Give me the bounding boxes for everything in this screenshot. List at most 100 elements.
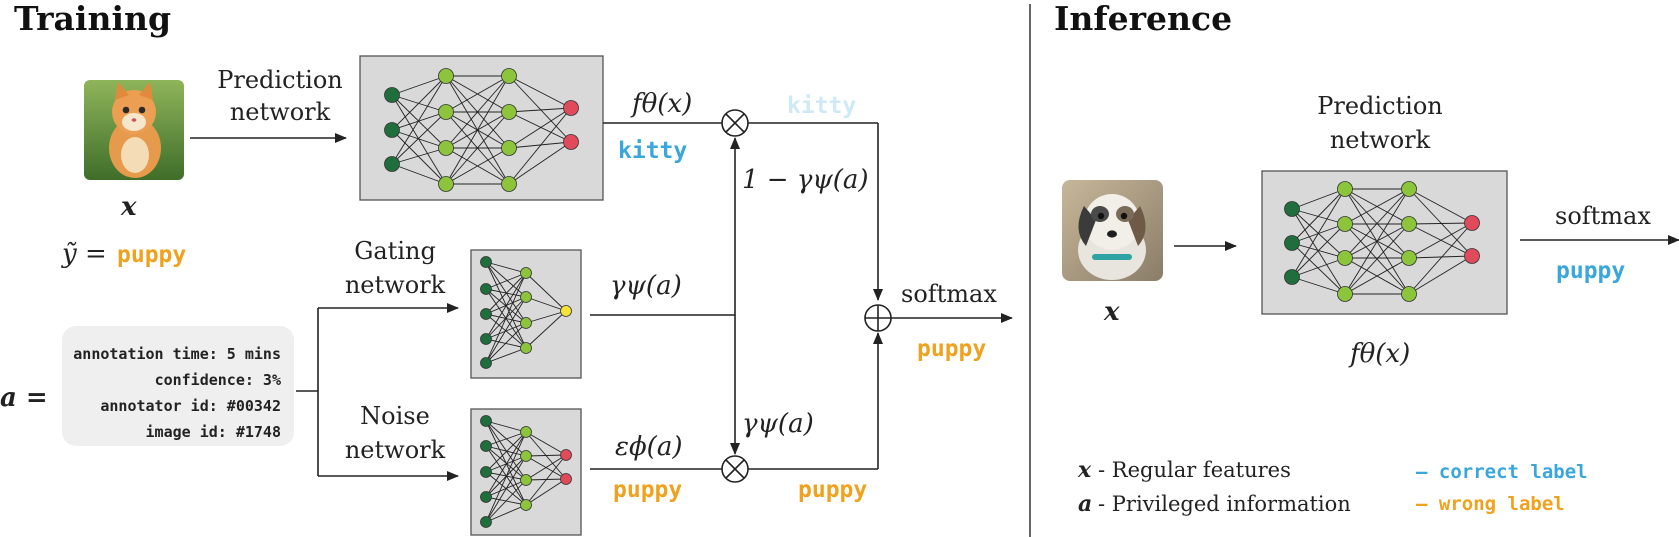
prediction-network-edge — [445, 75, 510, 113]
gating-network-edge — [485, 322, 527, 340]
infer-network-label-2: network — [1330, 126, 1431, 154]
inference-network-edge — [1291, 188, 1346, 244]
inference-network-edge — [1344, 223, 1410, 295]
gating-network-node — [480, 256, 492, 268]
noise-network-node — [480, 440, 492, 452]
f-theta-label: fθ(x) — [630, 89, 692, 119]
inference-network-node — [1337, 286, 1353, 302]
noise-network-edge — [485, 431, 527, 523]
prediction-network-label-2: network — [230, 98, 331, 126]
gating-network-label-1: Gating — [354, 237, 436, 265]
inference-network-edge — [1291, 223, 1346, 278]
inference-network-edge — [1408, 188, 1473, 257]
gating-network-edge — [485, 272, 527, 315]
gating-network-edge — [485, 322, 527, 364]
noise-network-edge — [525, 454, 567, 506]
gating-network-edge — [485, 272, 527, 364]
pi-line-annotator-id: annotator id: #00342 — [100, 397, 281, 415]
prediction-network-edge — [391, 94, 447, 185]
noise-network-node — [520, 499, 532, 511]
gating-network-edge — [485, 261, 527, 274]
one-minus-gamma-label: 1 − γψ(a) — [742, 165, 869, 195]
infer-f-theta: fθ(x) — [1348, 339, 1410, 369]
gating-network-node — [560, 305, 572, 317]
train-x-var: x — [120, 192, 137, 222]
gating-network-node — [520, 267, 532, 279]
noise-network-edge — [525, 454, 567, 457]
gating-network-node — [480, 357, 492, 369]
inference-network-edge — [1408, 188, 1473, 224]
prediction-network-edge — [445, 111, 510, 185]
inference-network-edge — [1291, 257, 1346, 278]
inference-network-node — [1401, 250, 1417, 266]
gating-network-edge — [525, 272, 567, 312]
prediction-network-edge — [445, 75, 510, 185]
pi-fork-arrows — [296, 303, 459, 481]
gating-network-node — [480, 333, 492, 345]
noise-network-edge — [485, 431, 527, 498]
prediction-network-node — [501, 140, 517, 156]
prediction-network-node — [501, 176, 517, 192]
inference-network-node — [1337, 216, 1353, 232]
multiply-icon-bottom — [721, 455, 749, 483]
pi-line-image-id: image id: #1748 — [146, 423, 281, 441]
noise-network-edge — [525, 431, 567, 456]
legend-a-symbol: a — [1078, 491, 1092, 517]
noise-network-edge — [485, 420, 527, 457]
inference-network-edge — [1344, 188, 1410, 259]
plus-icon — [864, 304, 892, 332]
noise-network — [470, 408, 582, 536]
noise-network-edge — [485, 420, 527, 481]
gating-network — [470, 249, 582, 379]
gating-network-node — [520, 291, 532, 303]
inference-network-node — [1284, 201, 1300, 217]
puppy-photo — [1062, 180, 1163, 281]
gating-network-node — [480, 283, 492, 295]
prediction-network-edge — [391, 75, 447, 165]
prediction-network — [359, 55, 604, 201]
gating-network-edge — [485, 261, 527, 324]
prediction-network-edge — [508, 111, 572, 143]
prediction-network-edge — [508, 75, 572, 143]
inference-network-node — [1401, 216, 1417, 232]
kitty-output: kitty — [618, 138, 687, 164]
infer-softmax-label: softmax — [1555, 202, 1651, 230]
infer-network-label-1: Prediction — [1317, 92, 1443, 120]
inference-network-edge — [1344, 188, 1410, 295]
prediction-network-node — [438, 140, 454, 156]
prediction-network-node — [384, 87, 400, 103]
kitten-photo — [84, 80, 184, 180]
pi-box: annotation time: 5 mins confidence: 3% a… — [62, 326, 294, 446]
noise-network-node — [480, 415, 492, 427]
noise-network-label-1: Noise — [360, 402, 430, 430]
legend-x-desc: - Regular features — [1098, 458, 1291, 482]
noise-network-edge — [485, 431, 527, 473]
prediction-network-edge — [391, 75, 447, 131]
inference-network-node — [1464, 215, 1480, 231]
prediction-network-edge — [508, 107, 572, 185]
gating-network-edge — [525, 310, 567, 324]
legend-x-symbol: x — [1077, 457, 1092, 483]
inference-network-node — [1337, 181, 1353, 197]
noise-network-node — [520, 474, 532, 486]
legend: x - Regular features a - Privileged info… — [1077, 457, 1588, 517]
train-softmax-label: softmax — [901, 280, 997, 308]
inference-prediction-network — [1261, 170, 1508, 315]
noise-network-node — [480, 516, 492, 528]
noise-network-edge — [485, 504, 527, 523]
pi-line-confidence: confidence: 3% — [155, 371, 281, 389]
legend-correct: — correct label — [1416, 461, 1588, 483]
prediction-network-edge — [391, 75, 447, 96]
noise-network-node — [480, 466, 492, 478]
inference-network-edge — [1291, 208, 1346, 295]
prediction-network-edge — [391, 111, 447, 165]
noise-network-edge — [485, 431, 527, 447]
prediction-network-node — [438, 176, 454, 192]
pi-line-annotation-time: annotation time: 5 mins — [73, 345, 281, 363]
prediction-network-edge — [508, 141, 572, 185]
prediction-network-edge — [391, 129, 447, 185]
inference-network-edge — [1291, 188, 1346, 210]
kitty-faded: kitty — [787, 93, 856, 119]
noise-network-label-2: network — [345, 436, 446, 464]
gating-network-edge — [485, 347, 527, 364]
